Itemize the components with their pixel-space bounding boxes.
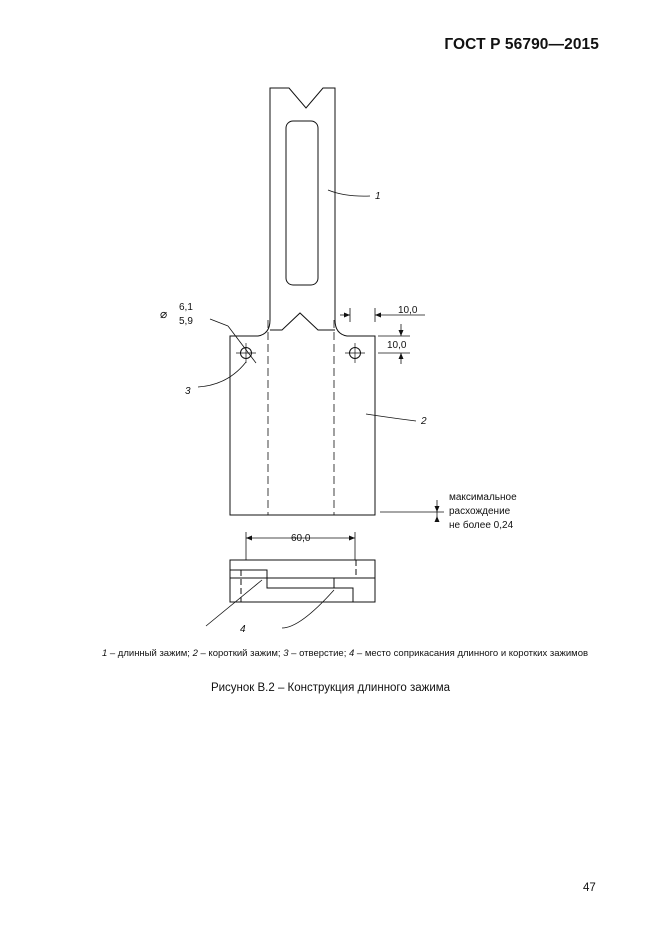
figure-caption: Рисунок В.2 – Конструкция длинного зажим… <box>210 682 451 694</box>
callout-2: 2 <box>420 416 427 427</box>
legend-num-4: 4 <box>348 648 355 659</box>
standard-designation: ГОСТ Р 56790—2015 <box>444 36 599 53</box>
horizontal-offset-value: 10,0 <box>398 305 418 316</box>
diameter-upper: 6,1 <box>179 302 193 313</box>
legend-num-3: 3 <box>283 648 289 659</box>
legend-num-2: 2 <box>192 648 198 659</box>
deviation-line2: расхождение <box>449 506 511 517</box>
callout-3: 3 <box>185 386 191 397</box>
legend-text-3: – отверстие; <box>288 648 349 659</box>
legend-text-2: – короткий зажим; <box>197 648 284 659</box>
vertical-offset-value: 10,0 <box>387 340 407 351</box>
width-value: 60,0 <box>291 533 311 544</box>
legend-text-4: – место соприкасания длинного и коротких… <box>354 648 589 659</box>
legend-num-1: 1 <box>101 648 108 659</box>
figure-legend: 1 – длинный зажим; 2 – короткий зажим; 3… <box>100 648 590 660</box>
long-clamp-outline <box>229 87 376 516</box>
cross-section <box>229 559 376 603</box>
page-number: 47 <box>583 882 596 894</box>
legend-text-1: – длинный зажим; <box>107 648 193 659</box>
callout-1: 1 <box>375 191 381 202</box>
bottom-notch <box>270 312 335 331</box>
deviation-line3: не более 0,24 <box>449 519 514 531</box>
clamp-drawing: ⌀ 6,1 5,9 10,0 10,0 максимальное расхожд… <box>160 87 517 635</box>
diameter-lower: 5,9 <box>179 316 193 327</box>
callout-4: 4 <box>240 624 246 635</box>
deviation-line1: максимальное <box>449 492 517 503</box>
slot <box>285 120 319 286</box>
diameter-symbol: ⌀ <box>160 307 167 321</box>
